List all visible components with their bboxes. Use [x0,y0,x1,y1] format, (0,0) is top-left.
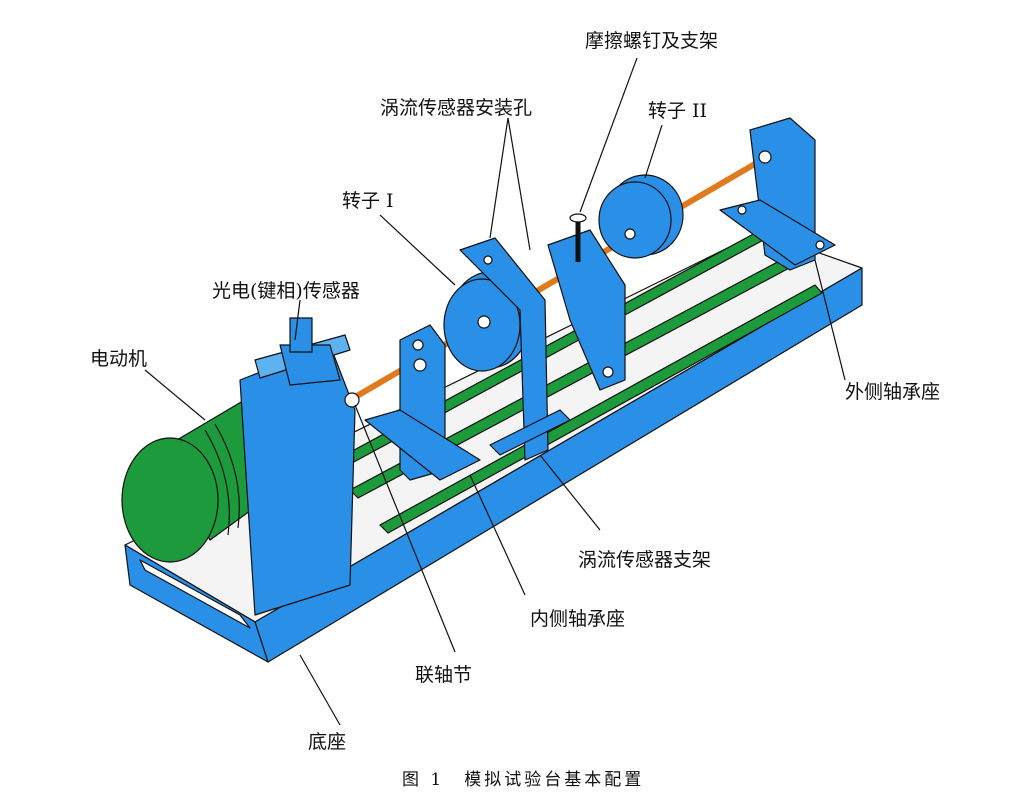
label-eddy-hole: 涡流传感器安装孔 [380,97,533,119]
eddy-sensor-bracket [459,237,571,461]
rotor-2 [598,174,684,259]
label-friction-screw: 摩擦螺钉及支架 [585,30,719,52]
label-photo-sensor: 光电(键相)传感器 [212,280,360,302]
label-motor: 电动机 [90,348,148,370]
leader-lines [144,57,846,726]
label-rotor-1: 转子 I [342,190,394,212]
green-rails [344,224,823,534]
label-base: 底座 [308,731,347,753]
friction-screw-support [547,213,626,391]
motor-bracket [239,334,356,616]
label-eddy-bracket: 涡流传感器支架 [578,549,712,571]
outer-bearing-seat [719,117,836,271]
coupling [344,392,360,408]
inner-bearing-seat [364,324,481,481]
label-inner-bearing: 内侧轴承座 [530,608,626,630]
figure-caption: 图 1 模拟试验台基本配置 [402,770,645,790]
label-coupling: 联轴节 [415,664,473,686]
label-rotor-2: 转子 II [648,100,708,122]
label-outer-bearing: 外侧轴承座 [845,381,941,403]
photo-sensor [289,317,313,353]
